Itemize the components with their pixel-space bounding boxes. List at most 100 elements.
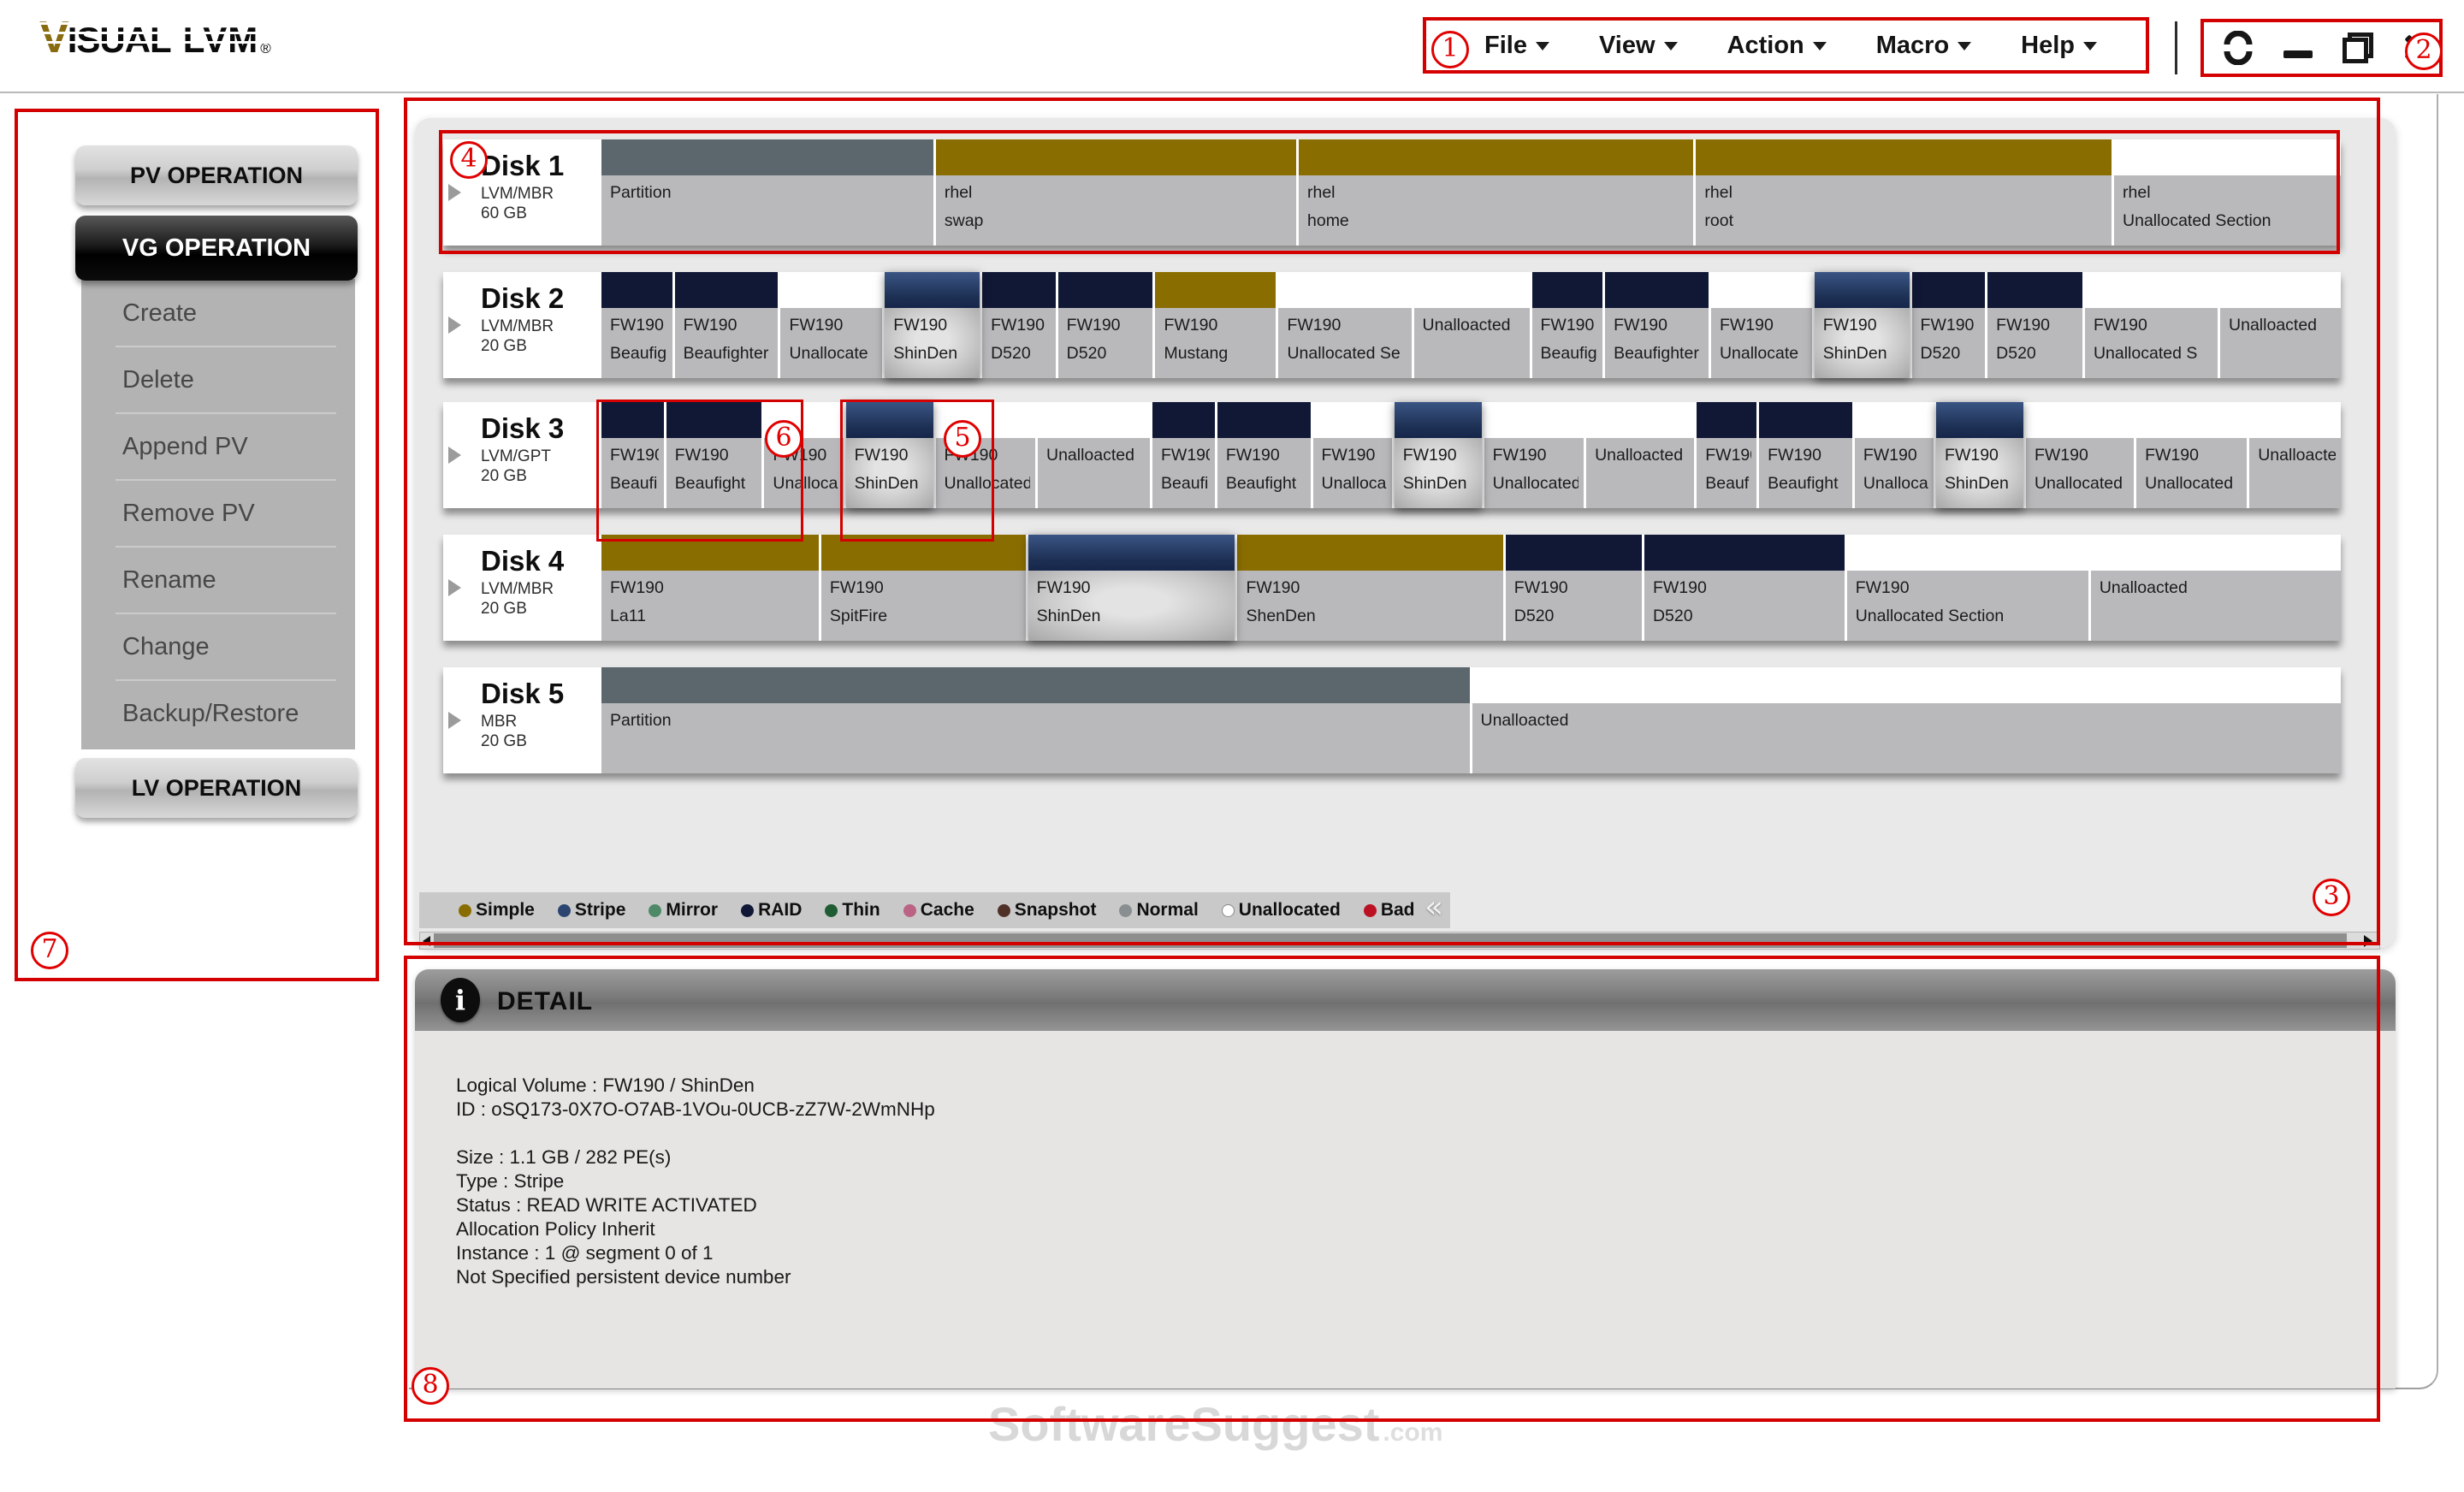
legend-collapse-button[interactable]: «: [1424, 890, 1443, 925]
vg-operation-button[interactable]: VG OPERATION: [75, 216, 358, 281]
segment-label-line1: Partition: [610, 711, 672, 730]
sidebar-item-create[interactable]: Create: [122, 299, 198, 327]
sidebar-item-remove-pv[interactable]: Remove PV: [122, 500, 255, 527]
volume-segment-partition[interactable]: Partition: [601, 139, 933, 246]
menu-help[interactable]: Help: [2021, 32, 2098, 60]
chevron-right-icon[interactable]: [448, 317, 461, 334]
volume-segment-unalloacted[interactable]: Unalloacted: [2090, 535, 2341, 641]
volume-segment-unalloacted[interactable]: Unalloacted: [1413, 272, 1530, 378]
segment-label-line1: FW190: [1513, 578, 1568, 597]
menu-view[interactable]: View: [1599, 32, 1678, 60]
volume-segment-unalloacted[interactable]: Unalloacted: [1472, 667, 2341, 773]
volume-segment-unalloacted[interactable]: Unalloacted: [2220, 272, 2342, 378]
volume-segment-unalloacte[interactable]: Unalloacte: [2249, 402, 2341, 508]
horizontal-scrollbar[interactable]: [419, 932, 2380, 950]
minimize-button[interactable]: [2281, 31, 2315, 65]
menu-macro[interactable]: Macro: [1876, 32, 1972, 60]
scroll-left-arrow-icon[interactable]: [423, 936, 430, 946]
sidebar-item-backup-restore[interactable]: Backup/Restore: [122, 700, 299, 727]
chevron-right-icon[interactable]: [448, 184, 461, 201]
legend-color-dot: [1119, 903, 1133, 917]
segment-type-bar: [1936, 402, 2023, 438]
chevron-right-icon[interactable]: [448, 712, 461, 729]
refresh-button[interactable]: [2221, 31, 2255, 65]
segment-label-line1: FW190: [1225, 446, 1280, 465]
pv-operation-button[interactable]: PV OPERATION: [75, 145, 358, 205]
menu-file[interactable]: File: [1484, 32, 1549, 60]
sidebar-item-delete[interactable]: Delete: [122, 366, 194, 394]
chevron-right-icon[interactable]: [448, 579, 461, 596]
sidebar-item-append-pv[interactable]: Append PV: [122, 433, 248, 460]
disk-name: Disk 2: [481, 282, 565, 314]
menu-action[interactable]: Action: [1727, 32, 1827, 60]
segment-label-line2: Beaufight: [1768, 474, 1839, 493]
restore-button[interactable]: [2341, 31, 2375, 65]
segment-body: Unalloacted: [1037, 438, 1151, 508]
scrollbar-thumb[interactable]: [434, 933, 2347, 948]
volume-segment-unalloacted[interactable]: Unalloacted: [1037, 402, 1151, 508]
segment-label-line2: D520: [1920, 344, 1961, 363]
volume-segment-unalloacted[interactable]: Unalloacted: [1586, 402, 1695, 508]
lv-operation-button[interactable]: LV OPERATION: [75, 758, 358, 818]
scroll-right-arrow-icon[interactable]: [2364, 935, 2372, 947]
segment-label-line1: FW190: [991, 316, 1045, 335]
sidebar-item-rename[interactable]: Rename: [122, 566, 216, 594]
sidebar-item-change[interactable]: Change: [122, 633, 210, 660]
segment-label-line1: FW190: [1996, 316, 2051, 335]
volume-segment-partition[interactable]: Partition: [601, 667, 1470, 773]
close-button[interactable]: [2401, 31, 2435, 65]
chevron-right-icon[interactable]: [448, 447, 461, 464]
